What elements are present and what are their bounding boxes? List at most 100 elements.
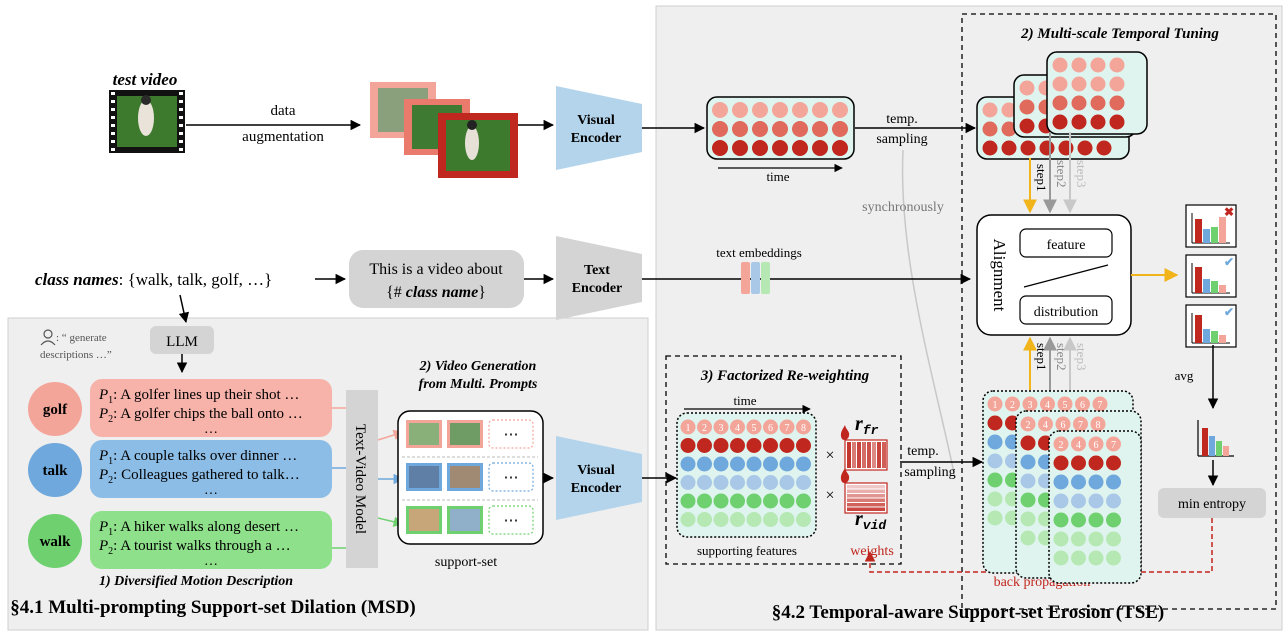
support-more-ellipsis: ⋯	[504, 427, 519, 443]
text-video-model-box	[346, 390, 378, 568]
supporting-features-label: supporting features	[697, 543, 797, 558]
support-feature-dot	[763, 438, 778, 453]
prompt-p2-walk: P2: A tourist walks through a …	[98, 538, 291, 557]
support-stack-dot	[1088, 512, 1104, 528]
check-mark-icon: ✔	[1224, 305, 1234, 319]
support-feature-dot	[779, 456, 795, 472]
stack-frame-number: 5	[1063, 400, 1068, 411]
support-stack-dot	[1073, 416, 1088, 432]
stack-frame-number: 6	[1061, 420, 1066, 431]
prediction-bar	[1211, 281, 1218, 293]
support-feature-dot	[796, 456, 811, 472]
feature-dot	[732, 102, 748, 118]
stack-dot	[1052, 57, 1068, 73]
prediction-bar	[1211, 331, 1218, 343]
stack-frame-number: 8	[1096, 420, 1101, 431]
stack-frame-number: 1	[993, 400, 998, 411]
prediction-bar	[1219, 217, 1226, 243]
text-encoder	[556, 236, 642, 320]
prompt-index: 1	[108, 395, 113, 406]
stack-dot	[1071, 114, 1087, 130]
support-feature-dot	[713, 456, 729, 472]
prompt-prefix: {#	[386, 284, 406, 301]
prompt-p1-walk: P1: A hiker walks along desert …	[98, 519, 299, 538]
support-stack-dot	[1020, 473, 1036, 489]
description-box-golf	[90, 379, 332, 437]
prediction-bar	[1211, 227, 1218, 243]
support-stack-dot	[1020, 454, 1036, 470]
stack-frame-number: 4	[1043, 420, 1048, 431]
video-weight-bar	[847, 507, 885, 511]
video-weight-bar	[847, 498, 885, 502]
text-encoder-label-2: Encoder	[572, 281, 623, 296]
tse-section-title: §4.2 Temporal-aware Support-set Erosion …	[772, 602, 1165, 623]
stack-dot	[1109, 57, 1125, 73]
support-more-box	[488, 462, 534, 492]
frame-number: 6	[768, 423, 773, 434]
support-stack-dot	[1088, 531, 1104, 547]
support-frame-image	[450, 423, 480, 445]
stack-dot	[1058, 140, 1074, 156]
factorized-title: 3) Factorized Re-weighting	[700, 368, 870, 384]
prompt-text: : A couple talks over dinner …	[113, 448, 297, 464]
prompt-text: : A hiker walks along desert …	[113, 519, 299, 535]
stack-dot	[1039, 140, 1055, 156]
flame-icon-fr	[840, 425, 850, 440]
prompt-p2-talk: P2: Colleagues gathered to talk…	[98, 467, 300, 486]
feature-dot	[792, 121, 808, 137]
feature-dot	[752, 121, 768, 137]
augmentation-label-2: augmentation	[242, 129, 324, 145]
support-feature-dot	[779, 512, 795, 527]
support-stack-dot	[987, 396, 1003, 412]
support-feature-dot	[730, 419, 745, 435]
stack-dot	[1071, 57, 1087, 73]
time-label-bottom: time	[733, 393, 756, 408]
support-stack-dot	[1088, 474, 1104, 490]
prompt-class-name: class name	[406, 284, 478, 301]
stack-frame-number: 6	[1094, 440, 1099, 451]
support-stack-dot	[1071, 512, 1086, 528]
support-stack-dot	[1071, 550, 1086, 566]
min-entropy-label: min entropy	[1178, 497, 1246, 512]
stack-dot	[1090, 95, 1106, 111]
text-encoder-label-1: Text	[584, 263, 610, 278]
distribution-box	[1019, 295, 1113, 325]
support-stack-dot	[1053, 436, 1069, 452]
support-stack-dot	[1106, 436, 1121, 452]
support-frame-image	[450, 466, 480, 488]
feature-dot	[792, 140, 808, 156]
feature-dot	[752, 102, 768, 118]
r-fr-sub: fr	[863, 423, 879, 438]
stack-frame-number: 7	[1111, 440, 1116, 451]
frame-weight-bar	[857, 442, 861, 468]
averaged-prediction-chart	[1197, 420, 1234, 457]
frame-number: 4	[735, 423, 740, 434]
stack-frame-number: 4	[1045, 400, 1050, 411]
support-feature-dot	[680, 456, 696, 472]
prompt-label: P	[98, 387, 108, 403]
support-stack-dot	[1088, 550, 1104, 566]
frame-weight-bar	[847, 442, 851, 468]
stack-dot	[982, 102, 998, 118]
support-frame-image	[409, 509, 439, 531]
support-more-box	[488, 505, 534, 535]
feature-dot	[812, 140, 828, 156]
step2-label-bottom: step2	[1054, 343, 1069, 370]
support-stack-dot	[1005, 396, 1020, 412]
support-feature-dot	[746, 475, 762, 490]
class-name-golf: golf	[43, 402, 68, 418]
temp-sampling-bottom-1: temp.	[907, 444, 939, 459]
temp-sampling-top-2: sampling	[876, 132, 927, 147]
support-feature-dot	[730, 512, 745, 527]
prediction-bar	[1195, 219, 1202, 243]
test-video-thumbnail	[109, 90, 185, 153]
prompt-text: : A golfer lines up their shot …	[113, 387, 299, 403]
prediction-bar	[1203, 229, 1210, 243]
support-stack-dot	[987, 434, 1003, 450]
support-feature-dot	[730, 456, 745, 472]
description-box-talk	[90, 440, 332, 498]
